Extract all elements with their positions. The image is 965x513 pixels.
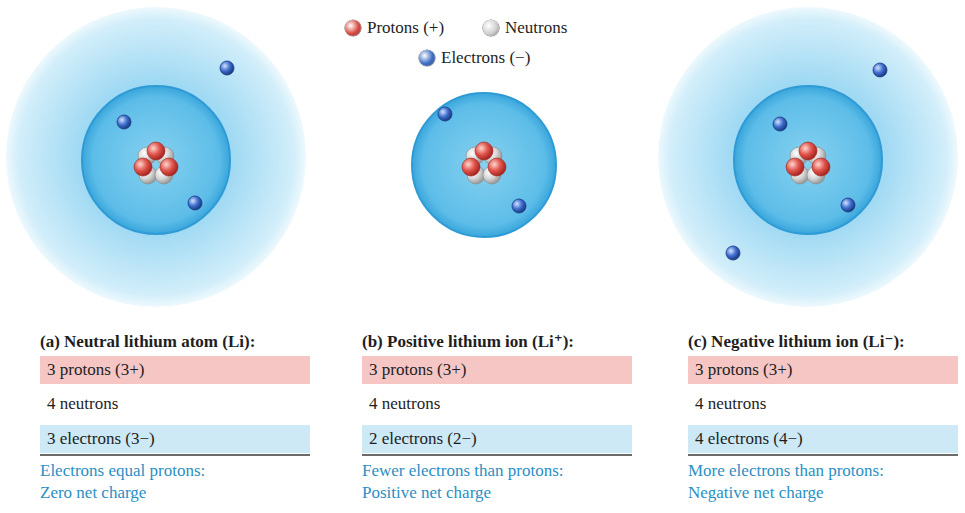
inner-shell (412, 93, 556, 237)
caption-heading: (a) Neutral lithium atom (Li): (40, 331, 255, 352)
charge-note: Electrons equal protons: Zero net charge (40, 460, 225, 504)
outer-shell (6, 7, 306, 307)
legend-item: Electrons (−) (419, 48, 530, 68)
legend-swatch (345, 20, 361, 36)
table-rule (688, 454, 958, 455)
band-text: 3 protons (3+) (695, 360, 792, 380)
electron (773, 117, 787, 131)
electron (873, 63, 887, 77)
neutron-count: 4 neutrons (695, 393, 766, 414)
electron (220, 61, 234, 75)
nucleus (462, 142, 506, 184)
outer-shell (658, 7, 958, 307)
electron (841, 198, 855, 212)
legend-text: Protons (+) (367, 18, 444, 38)
electron (726, 246, 740, 260)
proton-band: 3 protons (3+) (362, 356, 632, 384)
electron (117, 115, 131, 129)
electron-band: 3 electrons (3−) (40, 425, 310, 453)
caption-heading: (b) Positive lithium ion (Li⁺): (362, 331, 574, 352)
table-rule (362, 454, 632, 455)
legend-swatch (419, 50, 435, 66)
legend-text: Electrons (−) (441, 48, 530, 68)
legend-text: Neutrons (505, 18, 567, 38)
band-text: 4 electrons (4−) (695, 429, 803, 449)
band-text: 3 protons (3+) (47, 360, 144, 380)
caption-heading: (c) Negative lithium ion (Li⁻): (688, 331, 905, 352)
neutron-count: 4 neutrons (369, 393, 440, 414)
electron (512, 199, 526, 213)
legend-swatch (483, 20, 499, 36)
charge-note: Fewer electrons than protons: Positive n… (362, 460, 587, 504)
legend-item: Protons (+) (345, 18, 444, 38)
band-text: 3 protons (3+) (369, 360, 466, 380)
electron-band: 2 electrons (2−) (362, 425, 632, 453)
band-text: 3 electrons (3−) (47, 429, 155, 449)
band-text: 2 electrons (2−) (369, 429, 477, 449)
nucleus (786, 142, 830, 184)
electron (188, 196, 202, 210)
proton-band: 3 protons (3+) (40, 356, 310, 384)
electron (438, 107, 452, 121)
legend-item: Neutrons (483, 18, 567, 38)
neutron-count: 4 neutrons (47, 393, 118, 414)
charge-note: More electrons than protons: Negative ne… (688, 460, 913, 504)
table-rule (40, 454, 310, 455)
inner-shell (734, 86, 882, 234)
electron-band: 4 electrons (4−) (688, 425, 958, 453)
inner-shell (82, 86, 230, 234)
nucleus (134, 142, 178, 184)
proton-band: 3 protons (3+) (688, 356, 958, 384)
